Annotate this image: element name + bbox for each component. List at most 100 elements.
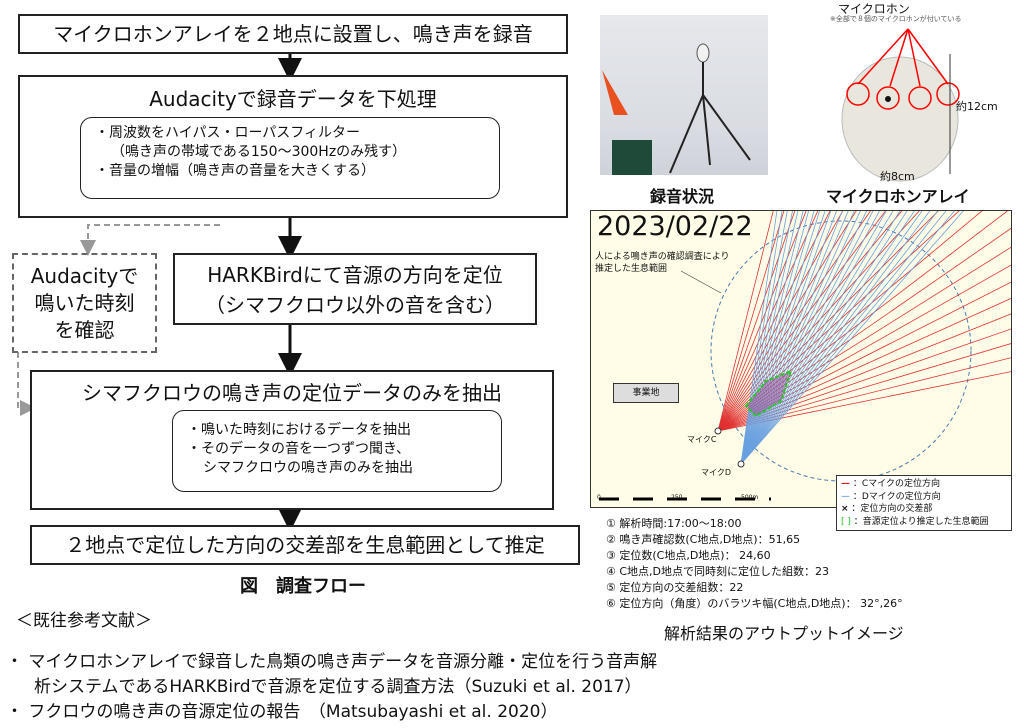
localization-map: 2023/02/22 人による鳴き声の確認調査により 推定した生息範囲 事業地 … bbox=[590, 210, 1012, 508]
detail-filter: ・周波数をハイパス・ローパスフィルター bbox=[95, 125, 361, 141]
c-direction-line bbox=[717, 211, 785, 432]
c-direction-line bbox=[717, 281, 1011, 432]
d-direction-line bbox=[740, 211, 868, 465]
tripod-icon bbox=[602, 43, 751, 175]
c-direction-line bbox=[717, 211, 819, 432]
c-direction-line bbox=[717, 343, 1011, 432]
step-record: マイクロホンアレイを２地点に設置し、鳴き声を録音 bbox=[18, 14, 568, 54]
analysis-caption: 解析結果のアウトプットイメージ bbox=[664, 624, 904, 643]
c-direction-line bbox=[717, 227, 1011, 432]
step-localize-line: （シマフクロウ以外の音を含む） bbox=[205, 293, 505, 317]
d-direction-line bbox=[740, 211, 793, 465]
annotation-line: 人による鳴き声の確認調査により bbox=[595, 252, 730, 262]
c-direction-line bbox=[717, 313, 1011, 432]
step-localize-line: HARKBirdにて音源の方向を定位 bbox=[207, 263, 503, 287]
flow-caption: 図 調査フロー bbox=[240, 576, 366, 597]
ref-item-cont: 析システムであるHARKBirdで音源を定位する調査方法（Suzuki et a… bbox=[34, 677, 642, 697]
c-direction-line bbox=[717, 211, 807, 432]
c-direction-line bbox=[717, 371, 1011, 432]
recording-photo bbox=[600, 15, 768, 175]
height-label: 約12cm bbox=[956, 100, 998, 113]
stat-line: ⑤ 定位方向の交差組数：22 bbox=[606, 581, 744, 594]
d-direction-line bbox=[740, 211, 843, 465]
extract-details: ・鳴いた時刻におけるデータを抽出 ・そのデータの音を一つずつ聞き、 シマフクロウ… bbox=[172, 410, 502, 492]
side-note-line: Audacityで bbox=[30, 264, 139, 288]
c-direction-line bbox=[717, 357, 1011, 432]
map-date: 2023/02/22 bbox=[597, 211, 753, 242]
d-direction-line bbox=[740, 211, 832, 465]
c-direction-line bbox=[717, 211, 939, 432]
side-note-line: を確認 bbox=[54, 318, 115, 342]
c-direction-line bbox=[717, 211, 871, 432]
detail-owl: シマフクロウの鳴き声のみを抽出 bbox=[203, 460, 413, 476]
d-direction-line bbox=[740, 211, 849, 465]
site-label: 事業地 bbox=[613, 383, 679, 403]
ref-item: ・ マイクロホンアレイで録音した鳥類の鳴き声データを音源分離・定位を行う音声解 bbox=[6, 652, 658, 672]
detail-listen: ・そのデータの音を一つずつ聞き、 bbox=[187, 441, 411, 457]
map-annotation: 人による鳴き声の確認調査により 推定した生息範囲 bbox=[595, 251, 730, 275]
d-direction-line bbox=[740, 211, 826, 465]
d-direction-line bbox=[740, 211, 880, 465]
step-estimate: ２地点で定位した方向の交差部を生息範囲として推定 bbox=[30, 525, 580, 565]
c-direction-line bbox=[717, 328, 1011, 432]
d-direction-line bbox=[740, 211, 955, 465]
d-direction-line bbox=[740, 211, 861, 465]
step-preprocess: Audacityで録音データを下処理 ・周波数をハイパス・ローパスフィルター （… bbox=[18, 75, 568, 218]
d-direction-line bbox=[740, 211, 804, 465]
legend-item-range: [ ] ：音源定位より推定した生息範囲 bbox=[841, 516, 989, 527]
stat-line: ④ C地点,D地点で同時刻に定位した組数：23 bbox=[606, 565, 830, 578]
mic-note: ※全部で８個のマイクロホンが付いている bbox=[830, 15, 962, 23]
scale-500: 500m bbox=[741, 494, 759, 501]
side-note-line: 鳴いた時刻 bbox=[34, 291, 135, 315]
annotation-line: 推定した生息範囲 bbox=[595, 264, 668, 274]
step-localize: HARKBirdにて音源の方向を定位 （シマフクロウ以外の音を含む） bbox=[173, 253, 537, 325]
d-direction-line bbox=[740, 211, 915, 465]
d-direction-line bbox=[740, 211, 815, 465]
mic-c-label: マイクC bbox=[687, 435, 717, 444]
d-direction-line bbox=[740, 211, 820, 465]
legend-item-cross: × ：定位方向の交差部 bbox=[841, 504, 933, 514]
c-direction-line bbox=[717, 211, 903, 432]
mic-array-caption: マイクロホンアレイ bbox=[826, 187, 970, 206]
detail-time: ・鳴いた時刻におけるデータを抽出 bbox=[187, 422, 411, 438]
d-direction-line bbox=[740, 211, 894, 465]
d-direction-line bbox=[740, 211, 783, 465]
c-direction-line bbox=[717, 246, 1011, 432]
c-direction-line bbox=[717, 211, 983, 432]
step-preprocess-title: Audacityで録音データを下処理 bbox=[149, 87, 437, 111]
d-direction-line bbox=[740, 211, 923, 465]
c-direction-line bbox=[717, 211, 831, 432]
stat-line: ② 鳴き声確認数(C地点,D地点)：51,65 bbox=[606, 533, 801, 546]
d-direction-line bbox=[740, 211, 874, 465]
mic-d-label: マイクD bbox=[701, 468, 731, 477]
refs-list: ・ マイクロホンアレイで録音した鳥類の鳴き声データを音源分離・定位を行う音声解 … bbox=[6, 650, 657, 725]
c-direction-line bbox=[717, 211, 920, 432]
d-direction-line bbox=[740, 211, 947, 465]
d-direction-line bbox=[740, 211, 778, 465]
legend-item-c: — ：Cマイクの定位方向 bbox=[841, 479, 940, 489]
c-direction-line bbox=[717, 211, 844, 432]
mic-label: マイクロホン bbox=[838, 2, 910, 16]
refs-heading: ＜既往参考文献＞ bbox=[16, 611, 152, 631]
c-direction-line bbox=[717, 211, 774, 432]
d-direction-line bbox=[740, 211, 799, 465]
d-direction-line bbox=[740, 211, 931, 465]
c-direction-line bbox=[717, 297, 1011, 432]
c-direction-line bbox=[717, 211, 960, 432]
ref-item: ・ フクロウの鳴き声の音源定位の報告 （Matsubayashi et al. … bbox=[6, 702, 558, 722]
mic-array-image bbox=[841, 28, 960, 182]
c-direction-line bbox=[717, 211, 887, 432]
d-direction-line bbox=[740, 211, 855, 465]
stat-line: ① 解析時間:17:00～18:00 bbox=[606, 517, 742, 530]
stat-line: ③ 定位数(C地点,D地点)： 24,60 bbox=[606, 549, 771, 562]
d-direction-line bbox=[740, 211, 809, 465]
c-direction-line bbox=[717, 264, 1011, 432]
detail-amplify: ・音量の増幅（鳴き声の音量を大きくする） bbox=[95, 163, 375, 179]
map-legend: — ：Cマイクの定位方向 — ：Dマイクの定位方向 × ：定位方向の交差部 [ … bbox=[836, 475, 1012, 531]
mic-d-marker bbox=[737, 460, 745, 468]
d-direction-line bbox=[740, 211, 887, 465]
d-direction-line bbox=[740, 211, 964, 465]
d-direction-line bbox=[740, 211, 939, 465]
c-direction-line bbox=[717, 211, 857, 432]
width-label: 約8cm bbox=[880, 170, 915, 183]
